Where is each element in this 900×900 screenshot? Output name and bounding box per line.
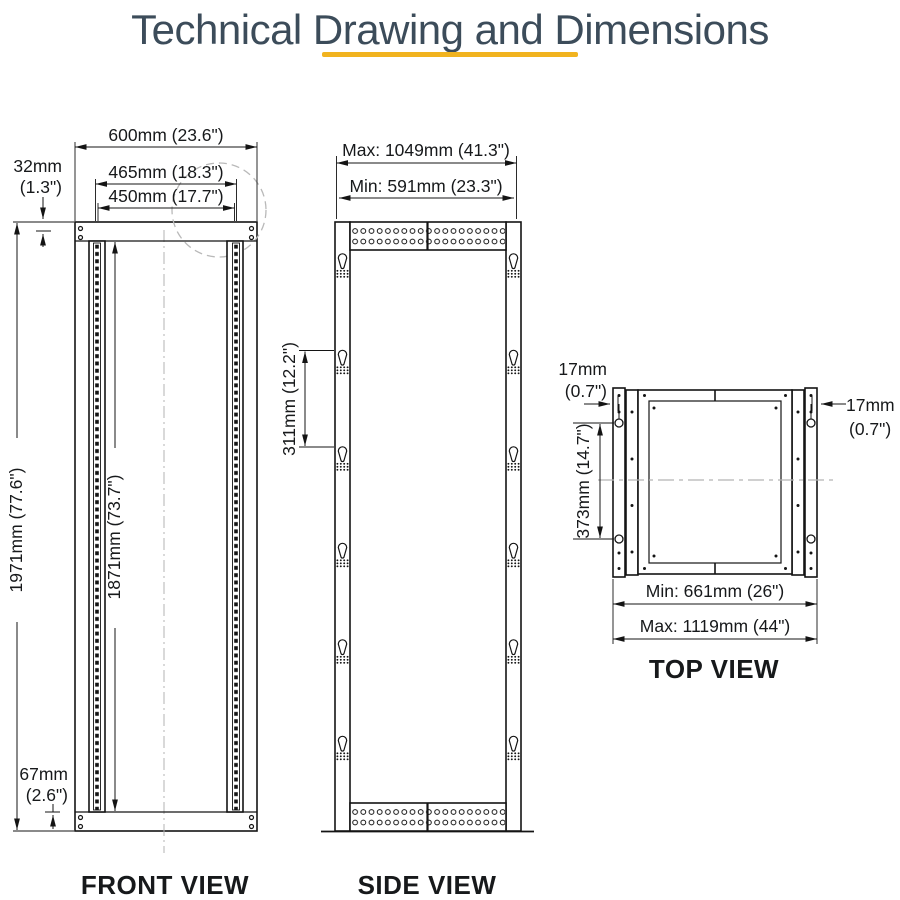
top-view-mount-holes (614, 418, 816, 544)
dim-1971-label: 1971mm (77.6") (6, 468, 26, 593)
front-view: 600mm (23.6") 465mm (18.3") 450mm (17.7"… (6, 125, 267, 900)
dim-17-left-label-in: (0.7") (565, 381, 607, 401)
dim-373-label: 373mm (14.7") (573, 423, 593, 538)
top-view-label: TOP VIEW (649, 654, 779, 684)
dim-311-label: 311mm (12.2") (279, 342, 299, 456)
title-accent-underline (322, 52, 578, 57)
side-view: Max: 1049mm (41.3") Min: 591mm (23.3") 3… (279, 140, 534, 900)
front-post-right-hole-strip (232, 242, 240, 811)
dim-17-left-label-mm: 17mm (558, 359, 607, 379)
dim-depth-max-label: Max: 1049mm (41.3") (342, 140, 510, 160)
dim-32-label-in: (1.3") (20, 177, 62, 197)
top-frame-outer (637, 389, 793, 575)
front-post-left-hole-strip (93, 242, 101, 811)
dim-17-right-label-mm: 17mm (846, 395, 895, 415)
top-view-holes (617, 394, 813, 570)
dim-450-label: 450mm (17.7") (108, 186, 223, 206)
dim-32-label-mm: 32mm (13, 156, 62, 176)
dim-width-max-label: Max: 1119mm (44") (640, 616, 790, 636)
front-corner-holes (77, 225, 255, 830)
dim-width-min-label: Min: 661mm (26") (646, 581, 784, 601)
page-title: Technical Drawing and Dimensions (131, 6, 769, 53)
dim-465-label: 465mm (18.3") (108, 162, 223, 182)
dim-67-label-in: (2.6") (26, 785, 68, 805)
dim-17-right-label-in: (0.7") (849, 419, 891, 439)
top-rail-right-inner (791, 389, 805, 576)
top-rail-left-inner (625, 389, 639, 576)
top-rail-left-outer (612, 387, 626, 578)
top-view: 17mm (0.7") 17mm (0.7") 373mm (14.7") Mi… (558, 359, 894, 684)
top-rail-right-outer (804, 387, 818, 578)
front-view-label: FRONT VIEW (81, 870, 249, 900)
side-view-label: SIDE VIEW (358, 870, 497, 900)
dim-1871-label: 1871mm (73.7") (104, 475, 124, 600)
dim-67-label-mm: 67mm (19, 764, 68, 784)
dim-depth-min-label: Min: 591mm (23.3") (349, 176, 502, 196)
dim-600-label: 600mm (23.6") (108, 125, 223, 145)
